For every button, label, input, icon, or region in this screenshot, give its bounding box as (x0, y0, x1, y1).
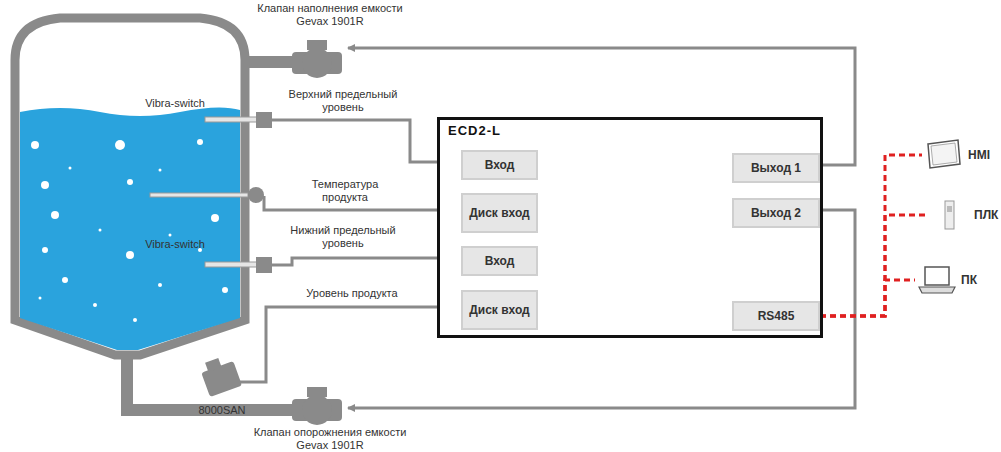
level-wire (240, 307, 458, 382)
output-box: Выход 2 (732, 198, 820, 228)
tablet-icon (922, 138, 964, 172)
vibra-switch-upper (205, 112, 272, 128)
drain-pipe (127, 350, 300, 410)
sensor-label: Vibra-switch (140, 97, 210, 110)
plc-device: ПЛК (928, 200, 1001, 230)
output-box: Выход 1 (732, 153, 820, 183)
discrete-input-box: Диск вход (461, 290, 538, 330)
box-text: ПЛК (974, 208, 998, 222)
signal-label: Температура продукта (302, 178, 388, 204)
discrete-input-box: Диск вход (461, 193, 538, 233)
valve-label: Клапан наполнения емкости (245, 2, 415, 15)
rs485-link (820, 215, 928, 316)
valve-label: Клапан опорожнения емкости (245, 426, 415, 439)
fill-valve (292, 40, 342, 78)
temperature-sensor (150, 187, 264, 203)
box-text: Выход 1 (751, 161, 801, 175)
box-text: Вход (485, 158, 515, 172)
sensor-model: 8000SAN (192, 404, 252, 417)
vibra-switch-lower (205, 257, 272, 273)
controller-box: ECD2-LВходДиск входВходДиск входВыход 1В… (437, 117, 823, 338)
input-box: Вход (461, 246, 538, 276)
rs485-link (820, 155, 922, 316)
hmi-device: HMI (922, 140, 994, 170)
box-text: RS485 (758, 309, 795, 323)
laptop-icon (915, 263, 957, 297)
level-sensor-8000san (199, 354, 243, 398)
input-box: Вход (461, 150, 538, 180)
box-text: Вход (485, 254, 515, 268)
valve-model: Gevax 1901R (245, 15, 415, 28)
box-text: Диск вход (469, 303, 529, 317)
box-text: Выход 2 (751, 206, 801, 220)
box-text: Диск вход (469, 206, 529, 220)
rs485-box: RS485 (732, 301, 820, 331)
product-liquid (20, 107, 240, 350)
drain-valve (292, 387, 342, 425)
signal-label: Верхний предельный уровень (284, 88, 402, 114)
lower-level-wire (272, 258, 458, 265)
pc-device: ПК (915, 262, 990, 298)
bubbles (31, 139, 228, 322)
box-text: HMI (968, 148, 990, 162)
rs485-link (820, 280, 915, 316)
upper-level-wire (272, 120, 458, 162)
sensor-label: Vibra-switch (140, 238, 210, 251)
signal-label: Уровень продукта (292, 287, 412, 300)
plc-icon (928, 198, 970, 232)
valve-model: Gevax 1901R (245, 439, 415, 452)
tank-body (15, 18, 245, 355)
controller-name: ECD2-L (448, 123, 501, 138)
signal-label: Нижний предельный уровень (284, 224, 402, 250)
box-text: ПК (961, 273, 977, 287)
